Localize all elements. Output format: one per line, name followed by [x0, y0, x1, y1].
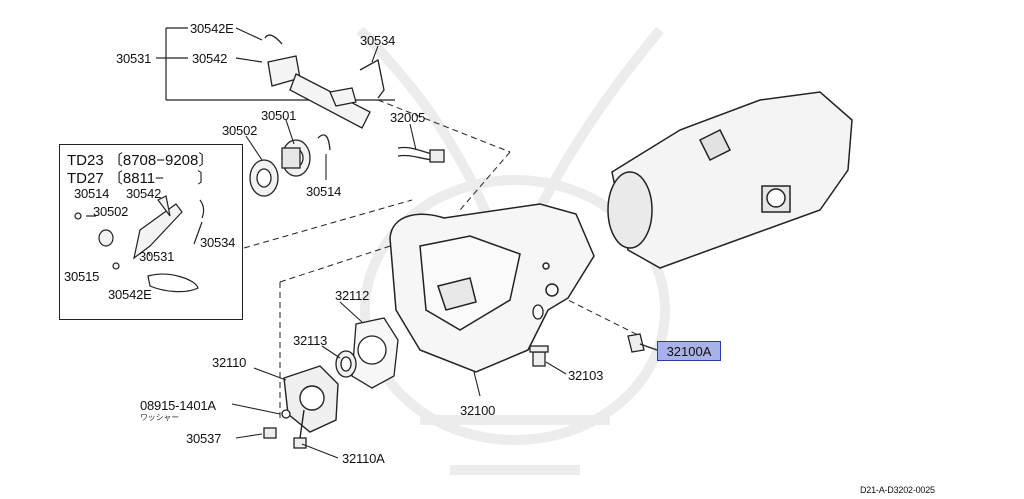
- clip-30514: [317, 134, 331, 151]
- label-32103: 32103: [568, 368, 604, 383]
- inset-label-30531: 30531: [139, 249, 175, 264]
- sensor-32005: [397, 146, 445, 163]
- label-30542E-top: 30542E: [190, 21, 234, 36]
- inset-label-30514: 30514: [74, 186, 110, 201]
- label-washer: ワッシャー: [140, 413, 179, 422]
- label-32100: 32100: [460, 403, 496, 418]
- seal-small: [532, 304, 544, 320]
- inset-label-30515: 30515: [64, 269, 100, 284]
- inset-label-30502: 30502: [93, 204, 129, 219]
- cover-32110: [283, 365, 339, 439]
- fork-assembly: [264, 34, 385, 129]
- label-08915-1401A: 08915-1401A: [140, 398, 216, 413]
- bell-housing-32100: [389, 203, 595, 373]
- label-32110: 32110: [212, 355, 247, 370]
- bolts-30537-32110A: [263, 409, 307, 449]
- dashed-outline: [243, 99, 641, 420]
- label-30537: 30537: [186, 431, 222, 446]
- label-32005: 32005: [390, 110, 426, 125]
- label-30531-top: 30531: [116, 51, 152, 66]
- bearing-30502: [249, 159, 279, 197]
- bracket-30531: [156, 27, 395, 101]
- seal-32113: [335, 350, 357, 378]
- gasket-32112: [351, 317, 399, 389]
- leader-lines: [231, 45, 567, 459]
- bolt-32100A: [627, 333, 645, 353]
- inset-box-td23-td27: TD23 〔8708−9208〕 TD27 〔8811− 〕: [59, 144, 243, 320]
- label-32112: 32112: [335, 288, 370, 303]
- inset-label-30542E: 30542E: [108, 287, 152, 302]
- label-30501: 30501: [261, 108, 297, 123]
- bearing-30501: [281, 139, 311, 177]
- transmission-body: [607, 91, 853, 269]
- footer-diagram-code: D21-A-D3202-0025: [860, 485, 935, 495]
- inset-label-30542: 30542: [126, 186, 162, 201]
- highlight-part-32100A[interactable]: 32100A: [657, 341, 721, 361]
- label-30542-top: 30542: [192, 51, 228, 66]
- label-32110A: 32110A: [342, 451, 385, 466]
- inset-label-30534: 30534: [200, 235, 236, 250]
- label-30534-top: 30534: [360, 33, 396, 48]
- label-30502: 30502: [222, 123, 258, 138]
- inset-line-td27: TD27 〔8811− 〕: [67, 170, 213, 187]
- plug-32103: [529, 345, 549, 367]
- inset-drawing: [74, 195, 205, 293]
- label-32113: 32113: [293, 333, 328, 348]
- label-30514: 30514: [306, 184, 342, 199]
- leader-32100A: [639, 343, 658, 351]
- inset-line-td23: TD23 〔8708−9208〕: [67, 152, 214, 169]
